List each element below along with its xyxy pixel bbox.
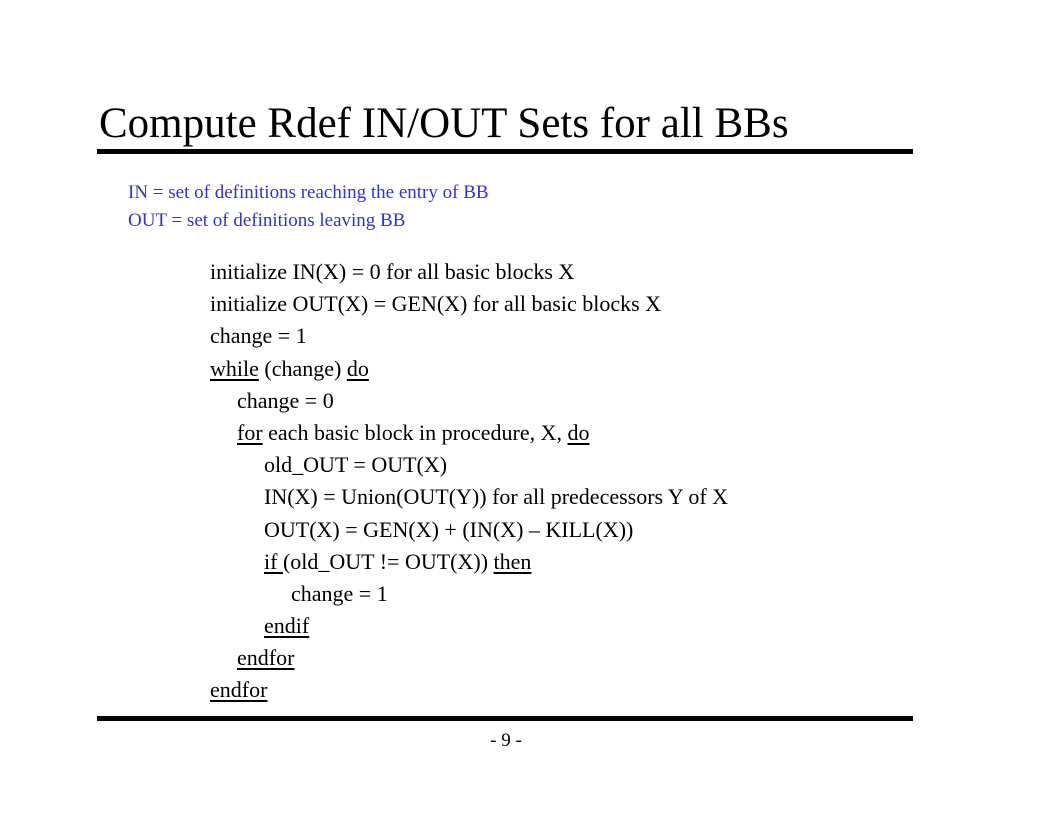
definition-in: IN = set of definitions reaching the ent… — [128, 182, 489, 203]
slide-title: Compute Rdef IN/OUT Sets for all BBs — [99, 100, 789, 147]
code-text: change = 1 — [291, 580, 388, 606]
code-line: change = 0 — [210, 385, 728, 417]
code-keyword: for — [237, 419, 263, 445]
definitions-block: IN = set of definitions reaching the ent… — [128, 179, 489, 235]
code-line: initialize OUT(X) = GEN(X) for all basic… — [210, 288, 728, 320]
code-text: old_OUT = OUT(X) — [264, 452, 448, 478]
code-keyword: while — [210, 355, 259, 381]
code-text: (change) — [258, 355, 347, 381]
code-keyword: endif — [264, 613, 310, 639]
code-line: if (old_OUT != OUT(X)) then — [210, 546, 728, 578]
code-line: change = 1 — [210, 320, 728, 352]
code-line: while (change) do — [210, 353, 728, 385]
bottom-divider — [97, 716, 913, 721]
code-keyword: do — [346, 355, 369, 381]
code-keyword: if — [264, 548, 283, 574]
code-keyword: do — [567, 419, 590, 445]
code-text: initialize OUT(X) = GEN(X) for all basic… — [210, 291, 662, 317]
code-line: endfor — [210, 642, 728, 674]
page-number: - 9 - — [490, 730, 522, 751]
code-text: change = 0 — [237, 387, 334, 413]
algorithm-pseudocode: initialize IN(X) = 0 for all basic block… — [210, 256, 728, 707]
top-divider — [97, 149, 913, 154]
code-text: initialize IN(X) = 0 for all basic block… — [210, 259, 575, 284]
code-text: (old_OUT != OUT(X)) — [282, 548, 494, 574]
code-line: change = 1 — [210, 578, 728, 610]
code-line: IN(X) = Union(OUT(Y)) for all predecesso… — [210, 481, 728, 513]
definition-out: OUT = set of definitions leaving BB — [128, 210, 406, 231]
code-text: IN(X) = Union(OUT(Y)) for all predecesso… — [264, 484, 729, 510]
code-line: for each basic block in procedure, X, do — [210, 417, 728, 449]
code-text: OUT(X) = GEN(X) + (IN(X) – KILL(X)) — [264, 516, 634, 542]
code-text: change = 1 — [210, 323, 307, 349]
code-line: endfor — [210, 674, 728, 706]
code-text: each basic block in procedure, X, — [262, 419, 568, 445]
code-line: OUT(X) = GEN(X) + (IN(X) – KILL(X)) — [210, 514, 728, 546]
code-keyword: endfor — [210, 677, 268, 703]
code-keyword: endfor — [237, 645, 295, 671]
code-line: old_OUT = OUT(X) — [210, 449, 728, 481]
code-keyword: then — [493, 548, 532, 574]
code-line: endif — [210, 610, 728, 642]
code-line: initialize IN(X) = 0 for all basic block… — [210, 256, 728, 288]
